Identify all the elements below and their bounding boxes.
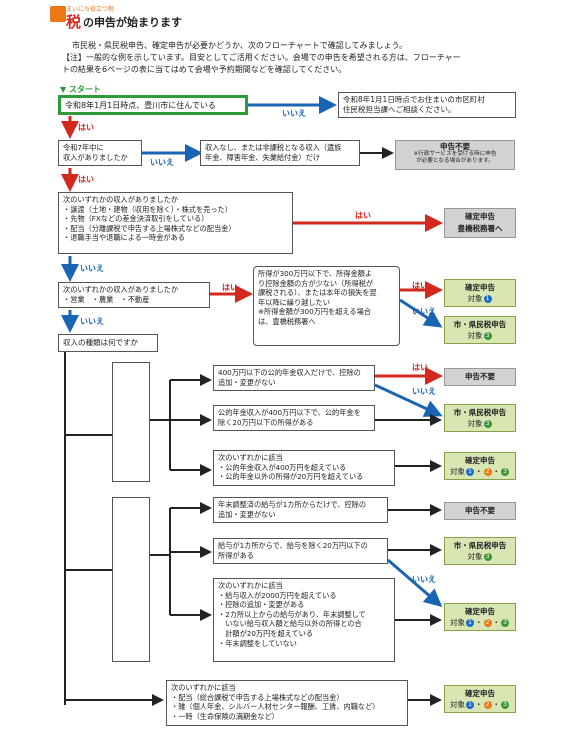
p1-result-fuyou: 申告不要	[444, 368, 516, 386]
q4-business-income: 次のいずれかの収入がありましたか ・営業 ・農業 ・不動産	[58, 282, 210, 308]
q3-yes-result: 確定申告 豊橋税務署へ	[444, 208, 516, 238]
q4-detail-no-label: いいえ	[412, 307, 436, 316]
intro-line: 【注】一般的な例を示しています。目安としてご活用ください。会場での申告を希望され…	[62, 53, 461, 62]
s3-salary-exceed: 次のいずれかに該当 ・給与収入が2000万円を超えている ・控除の追加・変更があ…	[213, 578, 395, 662]
q2-income: 令和7年中に 収入がありましたか	[58, 140, 142, 166]
q2-no-result: 申告不要 ※行政サービスを受ける時に申告 が必要となる場合があります。	[395, 140, 515, 170]
q1-residence: 令和8年1月1日時点、豊川市に住んでいる	[58, 95, 248, 115]
s1-salary-single: 年末調整済の給与が1カ所からだけで、控除の 追加・変更がない	[213, 497, 388, 523]
q3-no-label: いいえ	[80, 264, 104, 273]
q3-yes-label: はい	[355, 211, 371, 220]
s2-no-label: いいえ	[412, 575, 436, 584]
intro-line: 市民税・県民税申告、確定申告が必要かどうか、次のフローチャートで確認してみましょ…	[72, 41, 408, 50]
header-title: の申告が始まります	[83, 16, 182, 29]
number-badge: 1	[483, 295, 492, 303]
s1-result-fuyou: 申告不要	[444, 502, 516, 520]
salary-group	[112, 497, 150, 662]
q1-no-label: いいえ	[282, 109, 306, 118]
pension-group	[112, 362, 150, 482]
intro-text: 市民税・県民税申告、確定申告が必要かどうか、次のフローチャートで確認してみましょ…	[62, 40, 522, 76]
s2-salary-other: 給与が1カ所からで、給与を除く20万円以下の 所得がある	[213, 538, 388, 564]
q2-yes-label: はい	[78, 175, 94, 184]
p1-no-label: いいえ	[412, 387, 436, 396]
header-tag: まいにち役立つ税	[66, 6, 115, 13]
number-badge: 3	[483, 420, 492, 428]
q3-special-income: 次のいずれかの収入がありましたか ・譲渡（土地・建物（収用を除く）・株式を売った…	[58, 192, 293, 254]
start-label: ▼ スタート	[60, 85, 101, 94]
q2-no-label: いいえ	[150, 158, 174, 167]
number-badge: 3	[483, 332, 492, 340]
p3-pension-exceed: 次のいずれかに該当 ・公的年金収入が400万円を超えている ・公的年金以外の所得…	[213, 450, 395, 486]
q2-no-condition: 収入なし、または非課税となる収入（遺族 年金、障害年金、失業給付金）だけ	[200, 140, 360, 166]
intro-line: トの結果を6ページの表に当てはめて会場や予約期間などを確認してください。	[62, 65, 347, 74]
q4-detail-yes-label: はい	[412, 281, 428, 290]
p1-pension-only: 400万円以下の公的年金収入だけで、控除の 追加・変更がない	[213, 365, 375, 391]
p2-pension-other: 公的年金収入が400万円以下で、公的年金を 除く20万円以下の所得がある	[213, 405, 375, 431]
q1-yes-label: はい	[78, 123, 94, 132]
number-badge: 3	[483, 553, 492, 561]
q5-income-type: 収入の種類は何ですか	[58, 334, 158, 352]
q1-no-result: 令和8年1月1日時点でお住まいの市区町村 住民税担当課へご相談ください。	[338, 92, 516, 118]
q4-no-label: いいえ	[80, 317, 104, 326]
q4-yes-label: はい	[222, 283, 238, 292]
q4-detail-condition: 所得が300万円以下で、所得金額よ り控除金額の方が少ない（所得税が 課税される…	[253, 266, 400, 346]
header-logo-mark	[50, 6, 66, 22]
p1-yes-label: はい	[412, 363, 428, 372]
header-title-mark: 税	[66, 13, 82, 31]
o1-other-income: 次のいずれかに該当 ・配当（総合課税で申告する上場株式などの配当金） ・雑（個人…	[166, 680, 408, 726]
